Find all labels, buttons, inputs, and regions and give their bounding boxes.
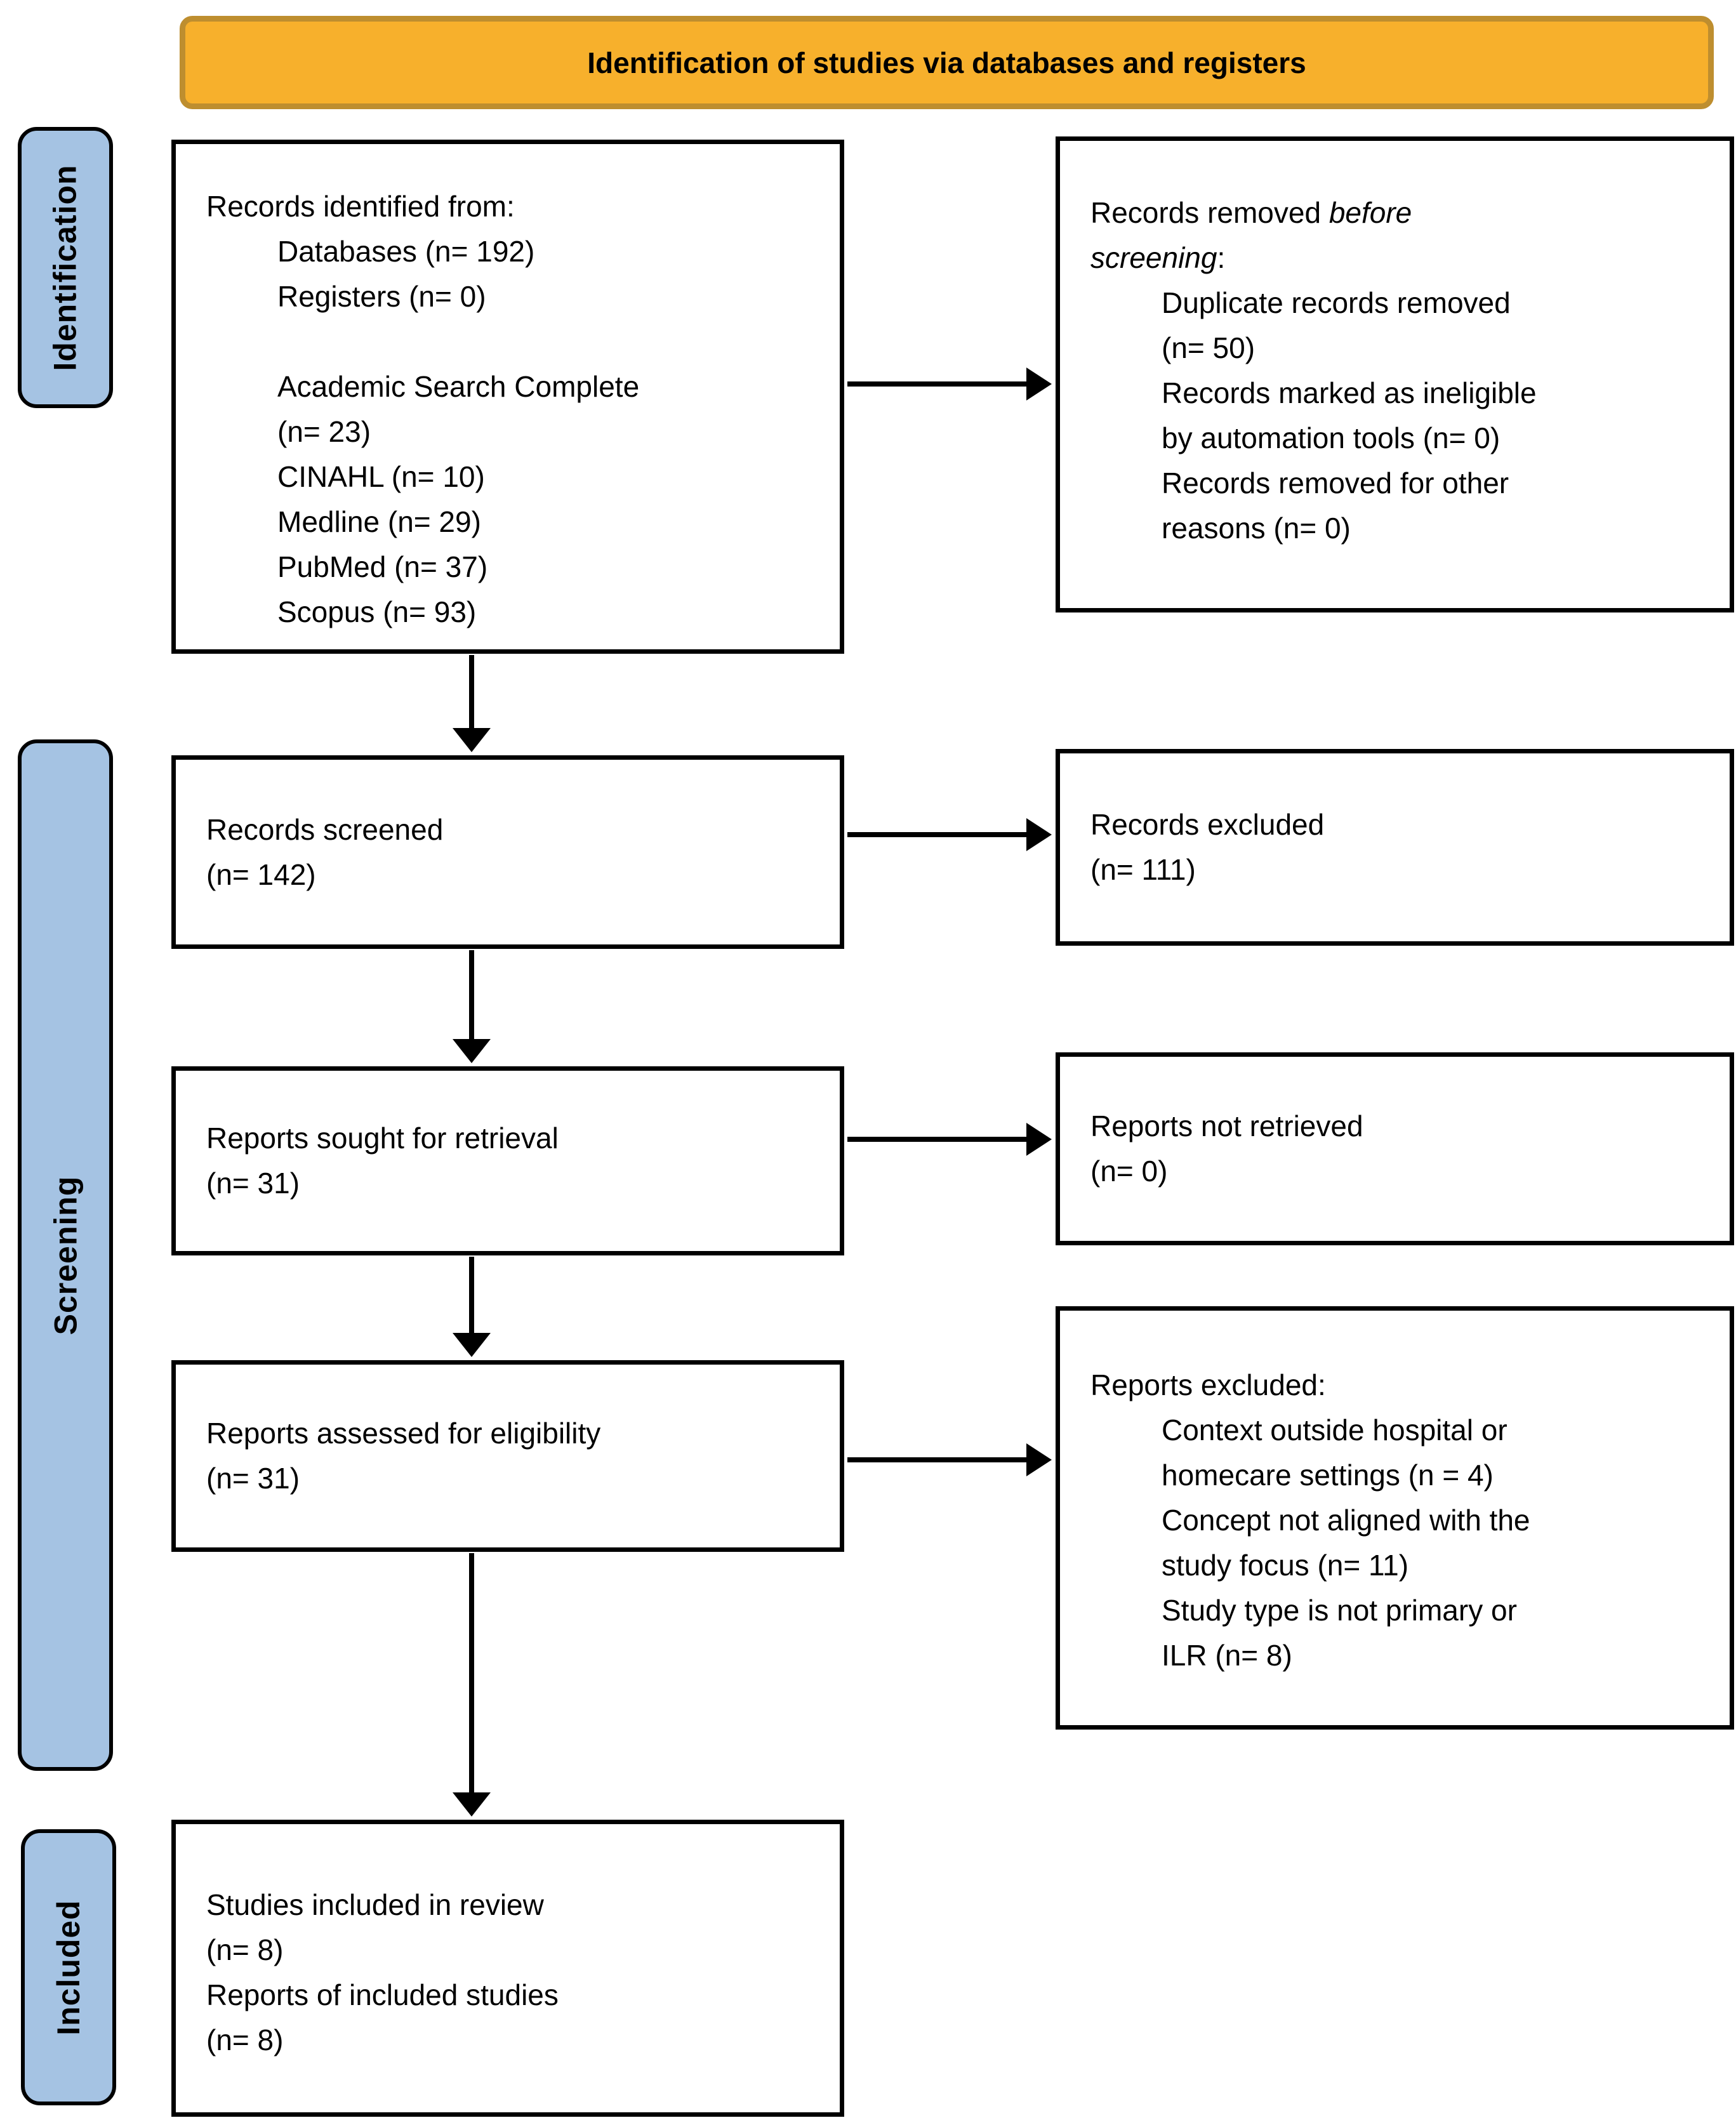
text-line: (n= 111) — [1090, 853, 1196, 886]
arrow-right-icon — [1026, 1123, 1052, 1156]
banner-title: Identification of studies via databases … — [587, 46, 1306, 79]
arrow-right-icon — [1026, 1443, 1052, 1476]
text-line: Records identified from: — [206, 190, 515, 223]
arrow-identified-to-screened — [453, 655, 491, 752]
box-reports-excluded-content: Reports excluded: Context outside hospit… — [1060, 1311, 1730, 1678]
arrow-assessed-to-reports-excluded — [847, 1443, 1052, 1476]
banner-identification-via-databases: Identification of studies via databases … — [180, 16, 1714, 109]
text-line: Records marked as ineligible — [1162, 376, 1537, 409]
text-line: Concept not aligned with the — [1162, 1504, 1530, 1537]
arrow-assessed-to-included — [453, 1553, 491, 1817]
text-line: Study type is not primary or — [1162, 1594, 1517, 1627]
arrow-down-icon — [453, 1039, 491, 1063]
text-line: PubMed (n= 37) — [277, 550, 488, 583]
stage-identification-label: Identification — [48, 164, 84, 371]
text-line: Records screened — [206, 812, 444, 846]
box-studies-included-in-review: Studies included in review (n= 8) Report… — [171, 1820, 844, 2117]
arrow-right-icon — [1026, 818, 1052, 851]
text-line: (n= 31) — [206, 1167, 300, 1200]
arrow-sought-to-assessed — [453, 1257, 491, 1357]
text-line: Registers (n= 0) — [277, 280, 486, 313]
box-reports-excluded: Reports excluded: Context outside hospit… — [1056, 1306, 1734, 1730]
arrow-shaft — [469, 1257, 474, 1337]
arrow-shaft — [469, 950, 474, 1043]
text-line: (n= 0) — [1090, 1155, 1168, 1188]
text-line: Records removed before — [1090, 190, 1711, 235]
text-segment: Records removed — [1090, 196, 1329, 229]
text-line: Duplicate records removed — [1162, 286, 1511, 319]
text-line: Context outside hospital or — [1162, 1413, 1507, 1446]
box-records-screened: Records screened (n= 142) — [171, 755, 844, 949]
arrow-shaft — [469, 655, 474, 732]
text-line: (n= 8) — [206, 1933, 284, 1966]
text-line: ILR (n= 8) — [1162, 1639, 1292, 1672]
arrow-screened-to-sought — [453, 950, 491, 1063]
text-line: Reports not retrieved — [1090, 1109, 1363, 1142]
box-reports-not-retrieved-content: Reports not retrieved (n= 0) — [1060, 1104, 1730, 1194]
box-reports-assessed-content: Reports assessed for eligibility (n= 31) — [176, 1411, 840, 1501]
text-line: Records excluded — [1090, 808, 1325, 841]
box-reports-sought-for-retrieval: Reports sought for retrieval (n= 31) — [171, 1066, 844, 1255]
spacer — [206, 319, 821, 364]
text-line: study focus (n= 11) — [1162, 1549, 1409, 1582]
arrow-identified-to-removed — [847, 367, 1052, 401]
arrow-shaft — [847, 381, 1031, 387]
text-line: Studies included in review — [206, 1888, 544, 1921]
text-line: Reports sought for retrieval — [206, 1122, 559, 1155]
text-line: reasons (n= 0) — [1162, 512, 1351, 545]
text-line: Reports assessed for eligibility — [206, 1417, 601, 1450]
text-segment-italic: screening — [1090, 241, 1217, 274]
arrow-down-icon — [453, 1333, 491, 1357]
text-line: (n= 50) — [1162, 331, 1256, 364]
text-segment: : — [1217, 241, 1226, 274]
stage-included: Included — [21, 1829, 116, 2105]
arrow-screened-to-excluded — [847, 818, 1052, 851]
box-records-excluded-content: Records excluded (n= 111) — [1060, 802, 1730, 892]
arrow-sought-to-not-retrieved — [847, 1123, 1052, 1156]
text-line: CINAHL (n= 10) — [277, 460, 485, 493]
box-records-screened-content: Records screened (n= 142) — [176, 807, 840, 897]
stage-identification: Identification — [18, 127, 113, 408]
text-line: (n= 142) — [206, 857, 316, 891]
text-line: by automation tools (n= 0) — [1162, 421, 1501, 454]
box-records-removed-before-screening: Records removed before screening: Duplic… — [1056, 136, 1734, 612]
text-line: Reports excluded: — [1090, 1368, 1326, 1401]
box-reports-not-retrieved: Reports not retrieved (n= 0) — [1056, 1052, 1734, 1245]
arrow-down-icon — [453, 728, 491, 752]
box-studies-included-content: Studies included in review (n= 8) Report… — [176, 1824, 840, 2063]
text-line: Scopus (n= 93) — [277, 595, 477, 628]
box-reports-assessed-for-eligibility: Reports assessed for eligibility (n= 31) — [171, 1360, 844, 1552]
arrow-down-icon — [453, 1792, 491, 1817]
text-line: screening: — [1090, 235, 1711, 281]
text-line: homecare settings (n = 4) — [1162, 1459, 1494, 1492]
arrow-right-icon — [1026, 367, 1052, 401]
arrow-shaft — [847, 832, 1031, 837]
text-line: (n= 8) — [206, 2023, 284, 2056]
box-records-identified-content: Records identified from: Databases (n= 1… — [176, 144, 840, 635]
stage-screening-label: Screening — [48, 1175, 83, 1335]
arrow-shaft — [847, 1457, 1031, 1462]
box-reports-sought-content: Reports sought for retrieval (n= 31) — [176, 1116, 840, 1206]
text-line: (n= 31) — [206, 1462, 300, 1495]
text-line: (n= 23) — [277, 415, 371, 448]
box-records-excluded: Records excluded (n= 111) — [1056, 749, 1734, 946]
text-line: Reports of included studies — [206, 1978, 559, 2011]
stage-screening: Screening — [18, 739, 113, 1771]
text-segment-italic: before — [1329, 196, 1412, 229]
text-line: Academic Search Complete — [277, 370, 640, 403]
box-records-removed-content: Records removed before screening: Duplic… — [1060, 141, 1730, 551]
arrow-shaft — [847, 1137, 1031, 1142]
text-line: Medline (n= 29) — [277, 505, 481, 538]
arrow-shaft — [469, 1553, 474, 1796]
box-records-identified: Records identified from: Databases (n= 1… — [171, 140, 844, 654]
text-line: Databases (n= 192) — [277, 235, 535, 268]
stage-included-label: Included — [51, 1899, 87, 2036]
text-line: Records removed for other — [1162, 467, 1509, 500]
